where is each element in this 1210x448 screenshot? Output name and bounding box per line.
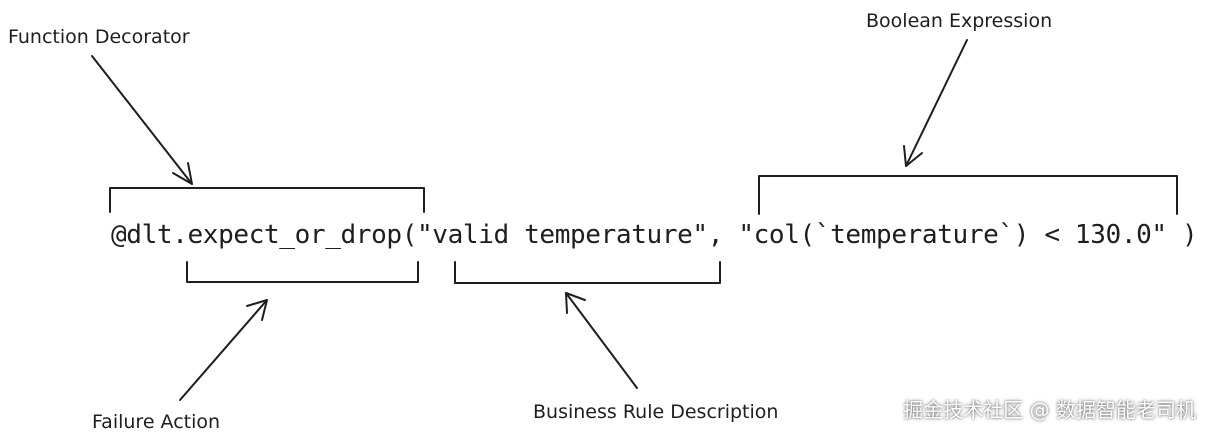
arrow-business-rule [565,292,638,389]
code-expression: @dlt.expect_or_drop("valid temperature",… [111,220,1198,250]
label-business-rule-description: Business Rule Description [533,401,779,423]
arrowhead-failure-action [246,299,268,321]
watermark: 掘金技术社区 @ 数据智能老司机 [903,398,1196,422]
bracket-failure-action [186,261,419,283]
arrowhead-business-rule [565,292,586,314]
bracket-boolean-expression [758,175,1178,215]
label-function-decorator: Function Decorator [8,26,190,48]
label-boolean-expression: Boolean Expression [866,10,1053,32]
arrow-boolean-expression [905,39,968,167]
arrowhead-boolean-expression [903,145,923,167]
label-failure-action: Failure Action [92,411,221,433]
bracket-business-rule [454,261,721,284]
arrow-failure-action [179,299,268,401]
arrow-function-decorator [91,55,193,185]
bracket-function-decorator [109,187,425,213]
arrowhead-function-decorator [172,162,193,185]
